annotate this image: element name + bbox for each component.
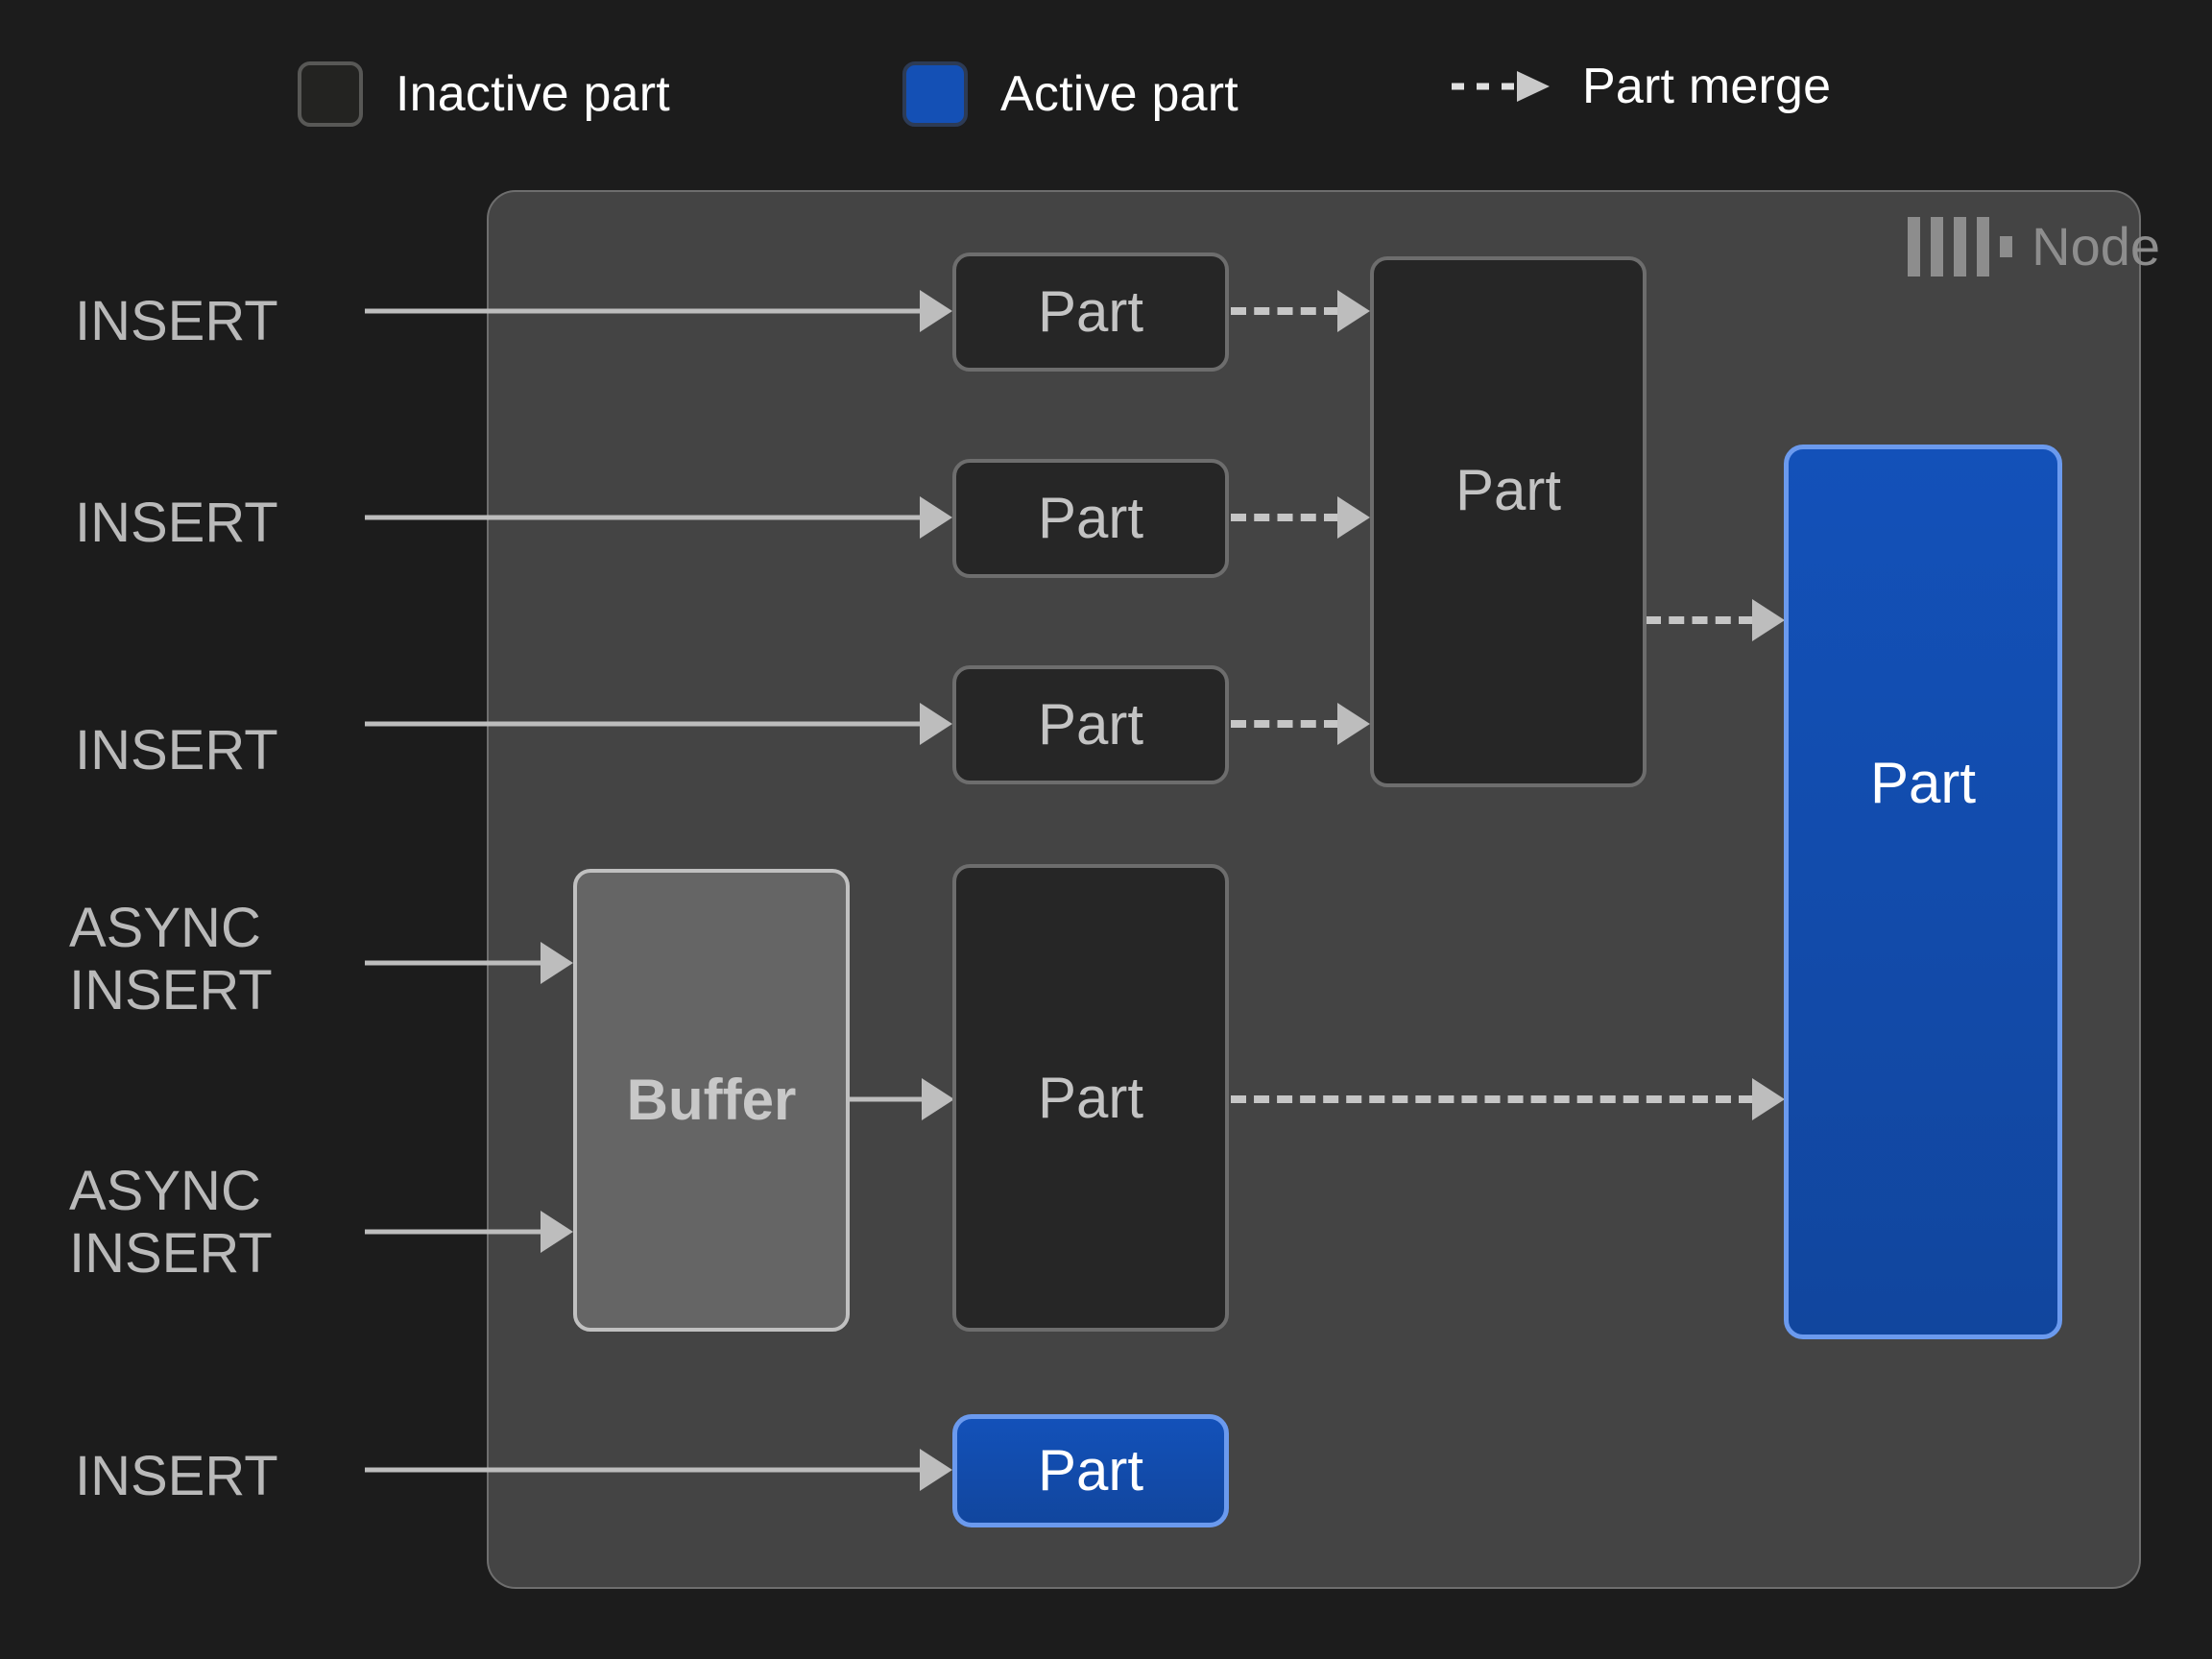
buffer-box[interactable]: Buffer — [573, 869, 850, 1332]
legend-item-part-merge: Part merge — [1450, 61, 1831, 111]
part-merge-arrow-svg — [1452, 71, 1550, 102]
active-part-swatch-icon — [902, 61, 968, 127]
legend-label-active-part: Active part — [1000, 66, 1238, 122]
direct-part-box-label: Part — [1037, 1438, 1144, 1503]
source-label-insert-4: INSERT — [75, 1445, 278, 1507]
part-box-3[interactable]: Part — [952, 665, 1229, 784]
source-label-insert-2: INSERT — [75, 492, 278, 554]
part-box-1[interactable]: Part — [952, 252, 1229, 372]
direct-part-box[interactable]: Part — [952, 1414, 1229, 1527]
part-merge-arrow-icon — [1450, 67, 1553, 106]
source-label-insert-1: INSERT — [75, 290, 278, 352]
legend-label-inactive-part: Inactive part — [396, 66, 670, 122]
node-title-group: Node — [1908, 217, 2160, 276]
part-box-2[interactable]: Part — [952, 459, 1229, 578]
merged-part-box-label: Part — [1455, 458, 1562, 522]
legend-label-part-merge: Part merge — [1582, 59, 1832, 114]
part-box-2-label: Part — [1037, 486, 1144, 550]
inactive-part-swatch-icon — [298, 61, 363, 127]
buffer-box-label: Buffer — [626, 1068, 797, 1132]
source-label-async-insert-1: ASYNC INSERT — [69, 897, 273, 1022]
final-part-box-label: Part — [1869, 751, 1977, 815]
final-part-box[interactable]: Part — [1784, 445, 2062, 1339]
source-label-async-insert-2: ASYNC INSERT — [69, 1160, 273, 1285]
buffer-part-box-label: Part — [1037, 1065, 1144, 1130]
legend: Inactive part Active part Part merge — [0, 46, 2212, 152]
buffer-part-box[interactable]: Part — [952, 864, 1229, 1332]
merged-part-box[interactable]: Part — [1370, 256, 1647, 787]
clickhouse-logo-icon — [1908, 217, 2013, 276]
part-box-1-label: Part — [1037, 279, 1144, 344]
legend-item-inactive-part: Inactive part — [298, 61, 670, 127]
node-title: Node — [2032, 216, 2160, 276]
source-label-insert-3: INSERT — [75, 719, 278, 781]
part-box-3-label: Part — [1037, 692, 1144, 757]
legend-item-active-part: Active part — [902, 61, 1238, 127]
